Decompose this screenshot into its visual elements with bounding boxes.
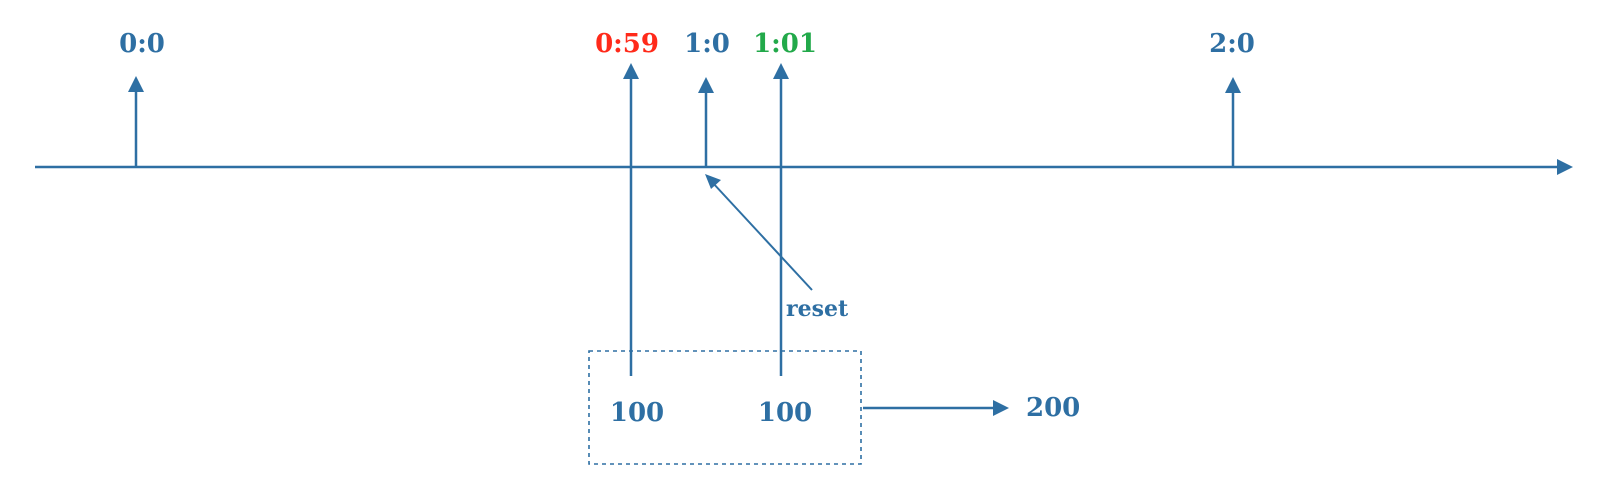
tick-1-01 [773,63,789,376]
reset-pointer-arrow [711,181,813,291]
up-arrow-icon [1225,77,1241,93]
window-count-left: 100 [610,398,664,428]
timestamp-label: 2:0 [1209,29,1255,59]
timeline-axis-arrowhead-icon [1557,159,1573,175]
window-count-right: 100 [758,398,812,428]
timestamp-label-highlight-green: 1:01 [753,29,817,59]
tick-0-59 [623,63,639,376]
up-arrow-icon [623,63,639,79]
window-total: 200 [1026,393,1080,423]
sliding-window-box [588,350,862,465]
reset-pointer-arrowhead-icon [705,174,721,189]
tick-1-0 [698,77,714,167]
up-arrow-icon [773,63,789,79]
reset-label: reset [786,296,849,322]
up-arrow-icon [128,76,144,92]
timestamp-label-highlight-red: 0:59 [595,29,659,59]
right-arrow-icon [993,400,1009,416]
timestamp-label: 0:0 [119,29,165,59]
timestamp-label: 1:0 [684,29,730,59]
tick-0-0 [128,76,144,167]
tick-2-0 [1225,77,1241,167]
up-arrow-icon [698,77,714,93]
